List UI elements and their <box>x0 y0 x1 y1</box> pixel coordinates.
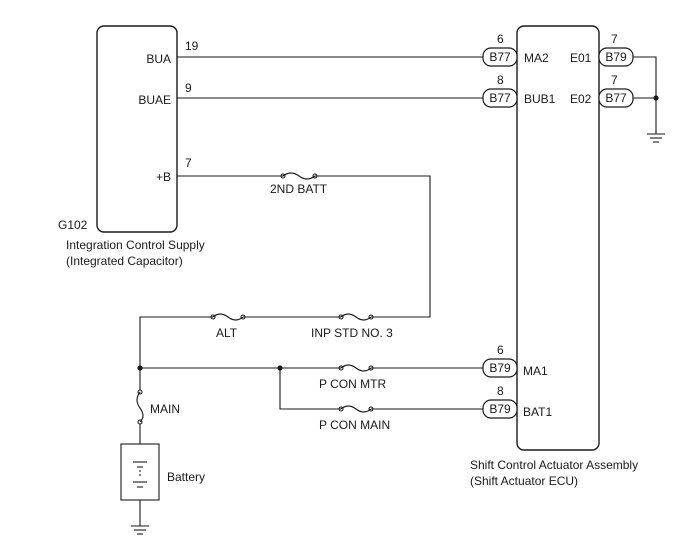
fuse-label-p-con-main: P CON MAIN <box>319 418 390 432</box>
shift-ecu-name-line1: Shift Control Actuator Assembly <box>470 458 638 472</box>
fuse-inp-std-symbol <box>340 313 372 321</box>
wire-ground-e01 <box>633 56 657 134</box>
pin-number-e01: 7 <box>611 32 618 46</box>
fuse-2nd-batt-symbol <box>282 172 316 180</box>
fuse-label-main: MAIN <box>150 402 180 416</box>
connector-ma2: B77 <box>482 47 518 67</box>
fuse-label-inp-std: INP STD NO. 3 <box>311 326 393 340</box>
connector-bat1: B79 <box>482 399 518 419</box>
svg-text:B77: B77 <box>489 91 511 105</box>
connector-e01: B79 <box>598 47 634 67</box>
fuse-p-con-mtr-symbol <box>340 364 372 372</box>
connector-e02: B77 <box>598 88 634 108</box>
supply-name-line1: Integration Control Supply <box>66 238 205 252</box>
junction-dot <box>137 365 143 371</box>
pin-number-bua: 19 <box>185 39 199 53</box>
svg-text:B79: B79 <box>489 361 511 375</box>
junction-dot <box>653 95 659 101</box>
svg-text:B77: B77 <box>489 50 511 64</box>
pin-label-ma2: MA2 <box>524 51 549 65</box>
pin-number-buae: 9 <box>185 81 192 95</box>
wire-alt-down <box>139 316 213 390</box>
integration-control-supply-box <box>96 25 178 233</box>
ground-icon <box>647 133 665 143</box>
pin-label-plus-b: +B <box>156 170 171 184</box>
fuse-p-con-main-symbol <box>340 405 372 413</box>
fuse-label-alt: ALT <box>216 326 238 340</box>
connector-bub1: B77 <box>482 88 518 108</box>
shift-control-actuator-box <box>516 25 600 451</box>
shift-ecu-name-line2: (Shift Actuator ECU) <box>470 474 578 488</box>
fuse-main-symbol <box>136 391 144 423</box>
pin-number-plus-b: 7 <box>185 156 192 170</box>
svg-text:B79: B79 <box>489 402 511 416</box>
pin-label-bub1: BUB1 <box>524 92 556 106</box>
pin-number-bat1: 8 <box>497 384 504 398</box>
connector-ma1: B79 <box>482 358 518 378</box>
ground-icon <box>131 525 149 535</box>
pin-label-bat1: BAT1 <box>523 405 552 419</box>
wire-2nd-batt-to-inp <box>315 175 431 318</box>
svg-text:B77: B77 <box>605 91 627 105</box>
battery-label: Battery <box>167 470 205 484</box>
fuse-alt-symbol <box>212 313 244 321</box>
pin-number-ma1: 6 <box>497 343 504 357</box>
pin-label-buae: BUAE <box>138 93 171 107</box>
pin-label-bua: BUA <box>146 52 171 66</box>
pin-label-e01: E01 <box>570 51 592 65</box>
fuse-label-p-con-mtr: P CON MTR <box>319 377 386 391</box>
supply-connector-code: G102 <box>58 218 88 232</box>
pin-label-e02: E02 <box>570 92 592 106</box>
pin-number-e02: 7 <box>611 73 618 87</box>
pin-number-bub1: 8 <box>497 73 504 87</box>
pin-number-ma2: 6 <box>497 32 504 46</box>
svg-text:B79: B79 <box>605 50 627 64</box>
fuse-label-2nd-batt: 2ND BATT <box>270 182 328 196</box>
pin-label-ma1: MA1 <box>523 364 548 378</box>
wire-to-p-con-main <box>279 368 341 410</box>
supply-name-line2: (Integrated Capacitor) <box>66 254 183 268</box>
